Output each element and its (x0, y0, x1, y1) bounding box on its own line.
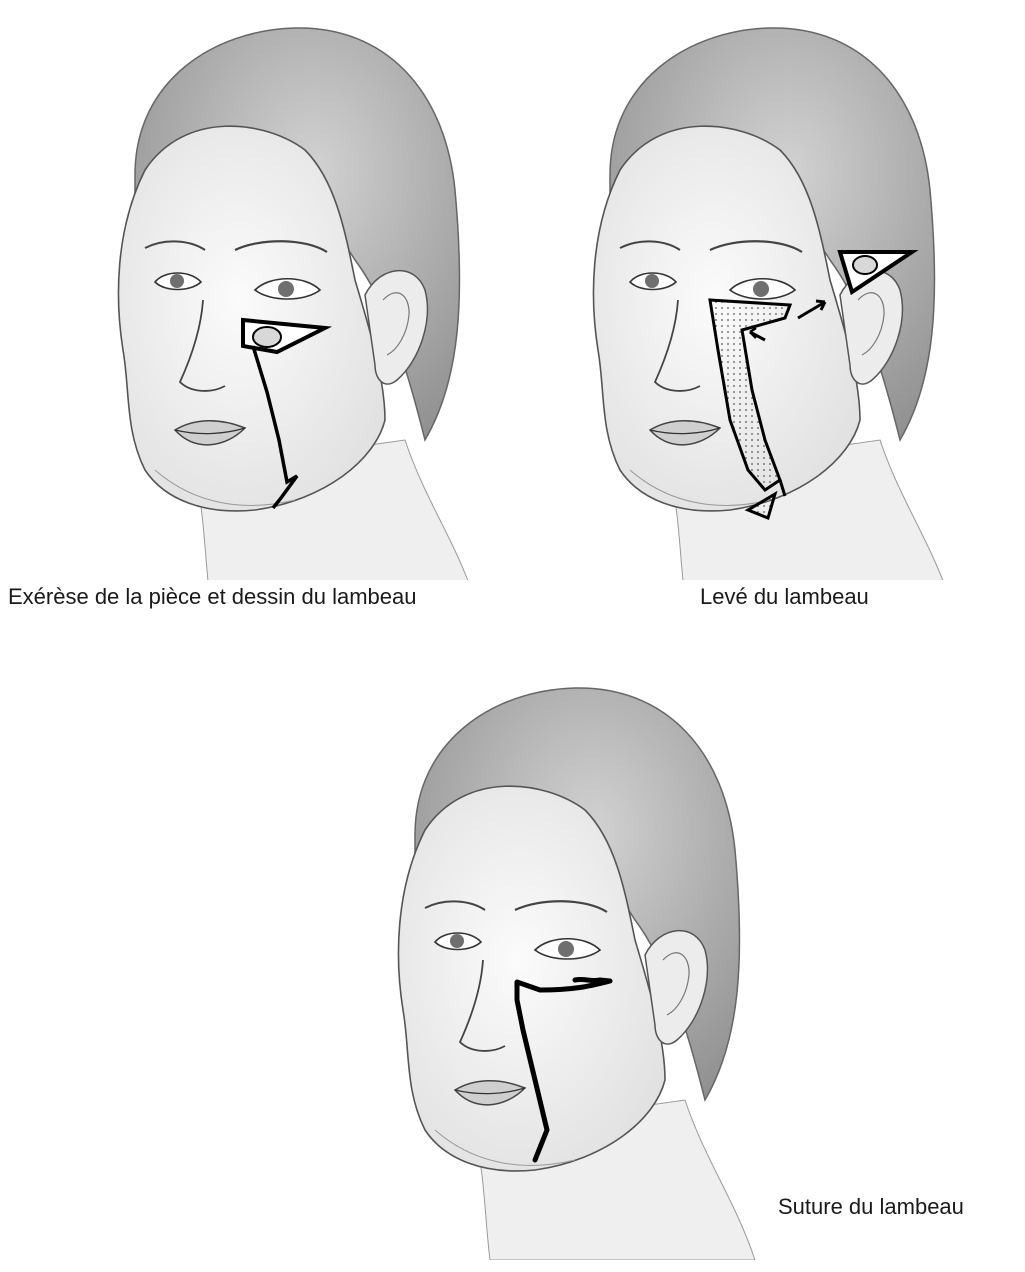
caption-sutured: Suture du lambeau (778, 1194, 964, 1219)
head-illustration-raised (592, 26, 952, 580)
arrow-down (778, 479, 787, 497)
raised-flap (708, 298, 793, 492)
flap-incision-line (251, 345, 299, 510)
lower-triangle (744, 490, 778, 521)
panel-raised (480, 0, 1020, 580)
lesion (252, 326, 282, 348)
caption-raised: Levé du lambeau (700, 584, 869, 609)
caption-excision: Exérèse de la pièce et dessin du lambeau (8, 584, 417, 609)
panel-excision (5, 0, 475, 580)
head-illustration-sutured (397, 686, 757, 1260)
lesion (852, 255, 878, 275)
suture-line (514, 976, 613, 1163)
head-illustration-excision (117, 26, 475, 580)
arrow-right (797, 300, 826, 320)
panel-sutured (285, 660, 765, 1260)
